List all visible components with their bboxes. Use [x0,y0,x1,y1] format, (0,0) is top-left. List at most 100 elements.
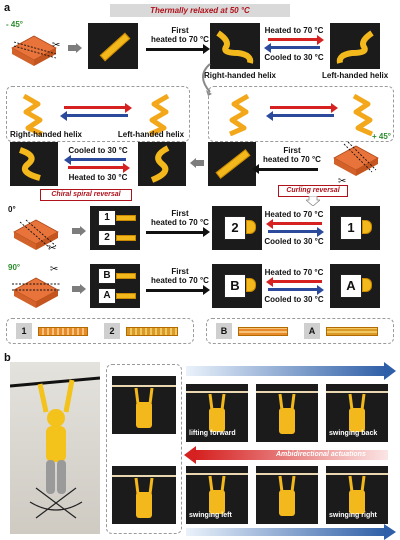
step-heated-70-row4: Heated to 70 °C [264,210,324,219]
caption-lifting-forward: lifting forward [189,430,236,437]
arrow-head-blue-icon [384,362,396,380]
scissors-icon: ✂ [52,40,61,51]
step-heated-30-row3: Heated to 30 °C [68,173,128,182]
step-first-heat-row4: First heated to 70 °C [151,209,209,227]
arrow-right-red-illus-2 [270,102,338,113]
laminate-block-ninety [12,277,60,308]
legend-bar-2 [126,327,178,336]
arrow-right-black-row5 [146,285,210,295]
step-first-heat-row5: First heated to 70 °C [151,267,209,285]
gray-arrow-icon-row4 [72,226,86,236]
photo-left-helix [330,23,380,69]
card-A: A [98,288,116,304]
gradient-arrow-bottom [186,528,386,536]
helix-left-illustration [149,93,170,136]
hollow-arrow-down-icon [306,196,320,206]
photo-swinging-right: swinging right [326,466,388,524]
photo-card-2-curl: 2 [212,206,262,250]
label-left-helix-top: Left-handed helix [322,71,389,80]
step-cooled-30-row4: Cooled to 30 °C [264,237,324,246]
helix-right-illustration-2 [352,93,373,136]
legend-label-B: B [216,323,232,339]
render-hanging-figure [10,362,100,534]
panel-label-b: b [4,352,11,364]
arrow-head-red-icon [184,446,196,464]
card-1-large: 1 [340,216,362,240]
photo-middle-bottom [256,466,318,524]
photo-card-A-curl: A [330,264,380,308]
step-cooled-30-row5: Cooled to 30 °C [264,295,324,304]
scissors-icon-2: ✂ [338,176,347,187]
angle-zero: 0° [8,205,16,214]
arrow-right-red [268,34,324,45]
arrow-left-red-row4 [266,218,322,229]
card-2-large: 2 [224,216,246,240]
gray-arrow-icon [68,43,82,53]
photo-middle-top [256,384,318,442]
step-first-heat-row3: First heated to 70 °C [263,146,321,164]
legend-box-left [6,318,194,344]
caption-swinging-right: swinging right [329,512,377,519]
gradient-arrow-top [186,366,386,376]
laminate-block-zero [13,219,59,250]
label-left-helix-mid: Left-handed helix [117,130,185,139]
helix-left-illustration-2 [229,93,250,136]
card-A-large: A [340,274,362,298]
arrow-left-red-row5 [266,276,322,287]
photo-swinging-left: swinging left [186,466,248,524]
photo-cards-B-A: B A [90,264,140,308]
arrow-right-black [146,44,210,54]
photo-right-helix-row3 [138,142,186,186]
step-heated-70-row5: Heated to 70 °C [264,268,324,277]
card-B: B [98,268,116,284]
arrow-right-red-row3 [68,162,130,173]
photo-cards-1-2: 1 2 [90,206,140,250]
helix-right-illustration [22,93,43,136]
photo-flat-strip-row3 [208,142,256,186]
label-right-helix-top: Right-handed helix [204,71,276,80]
laminate-block-plus45 [333,141,379,176]
gradient-arrow-red [196,450,388,460]
arrow-left-blue-row3 [64,154,126,165]
curved-connector-icon [202,63,212,96]
caption-ambidirectional: Ambidirectional actuations [276,451,366,458]
photo-right-helix [210,23,260,69]
caption-swinging-left: swinging left [189,512,232,519]
arrow-right-blue-row4 [268,226,324,237]
legend-label-2: 2 [104,323,120,339]
label-right-helix-mid: Right-handed helix [10,130,82,139]
arrow-left-blue-illus [60,110,128,121]
helix-illustration-box-left [6,86,190,142]
photo-left-helix-row3 [10,142,58,186]
legend-bar-A [326,327,378,336]
legend-label-1: 1 [16,323,32,339]
photo-ref-top [112,376,176,434]
photo-flat-strip [88,23,138,69]
helix-illustration-box-right [208,86,394,142]
photo-ref-bottom [112,466,176,524]
gray-arrow-icon-row5 [72,284,86,294]
arrow-right-blue-row5 [268,284,324,295]
caption-swinging-back: swinging back [329,430,378,437]
arrow-right-red-illus [64,102,132,113]
photo-lifting-forward: lifting forward [186,384,248,442]
legend-bar-B [238,327,288,336]
step-first-heat-1: First heated to 70 °C [151,26,209,44]
photo-card-B-curl: B [212,264,262,308]
angle-ninety: 90° [8,263,21,272]
angle-plus45: + 45° [372,132,391,141]
arrow-left-blue [264,42,320,53]
panel-label-a: a [4,2,11,14]
card-1: 1 [98,210,116,226]
step-cooled-30-row1: Cooled to 30 °C [264,53,324,62]
arrow-left-black-row3 [258,168,318,171]
angle-minus45: - 45° [6,20,23,29]
step-heated-70-row1: Heated to 70 °C [264,26,324,35]
scissors-icon-4: ✂ [50,264,59,275]
scissors-icon-3: ✂ [48,243,57,254]
laminate-block-minus45 [11,35,57,66]
arrow-left-blue-illus-2 [266,110,334,121]
reference-box [106,364,182,534]
photo-swinging-back: swinging back [326,384,388,442]
card-B-large: B [224,274,246,298]
